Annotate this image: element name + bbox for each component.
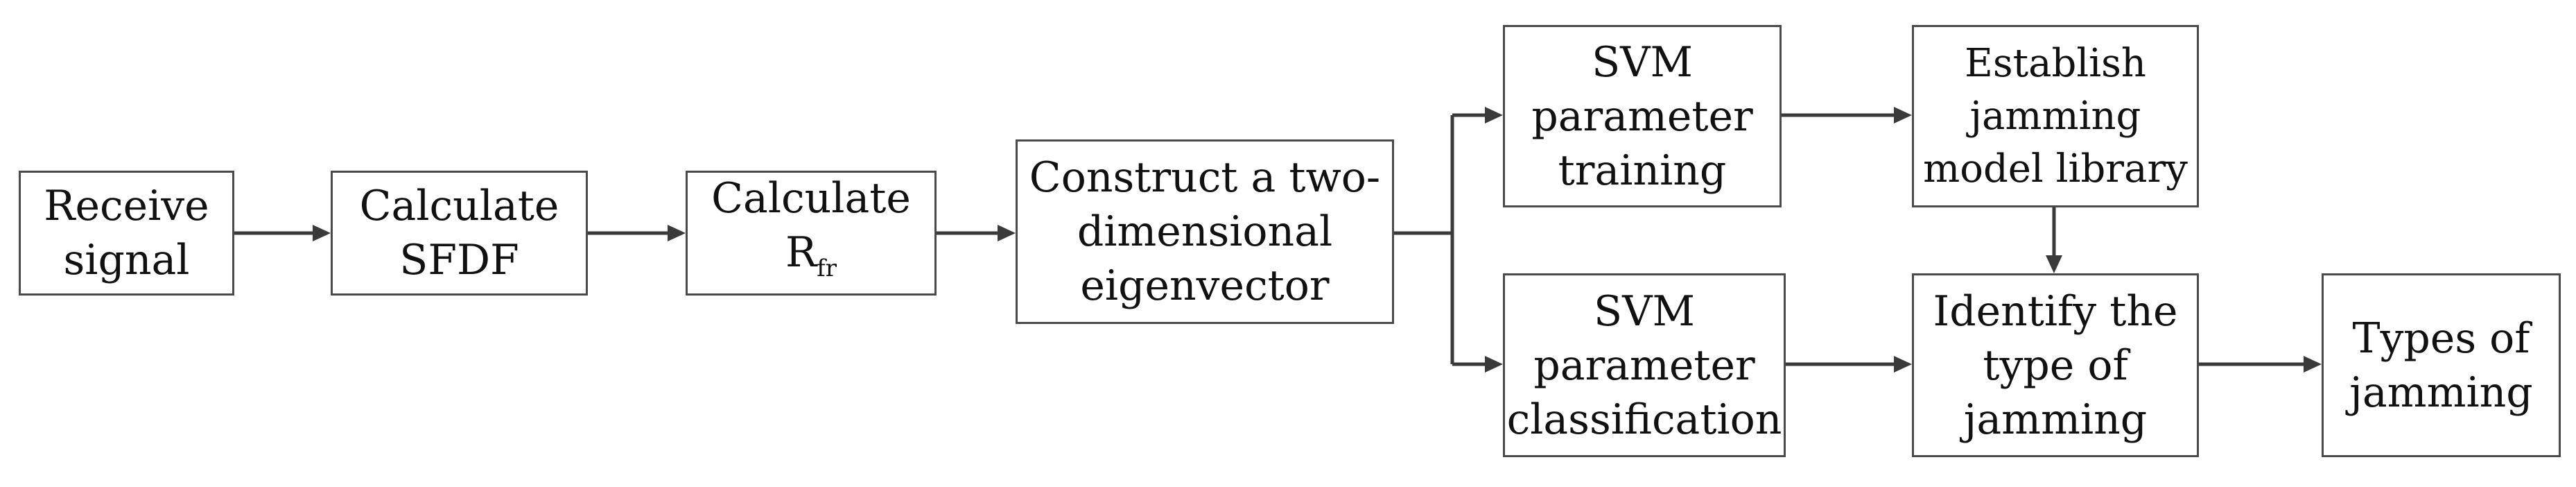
node-calculate-rfr-main: Calculate R (711, 173, 911, 277)
node-calculate-rfr: Calculate Rfr (686, 171, 937, 296)
node-construct-eigenvector-label: Construct a two- dimensional eigenvector (1029, 153, 1381, 310)
node-establish-model-library: Establish jamming model library (1912, 25, 2199, 207)
node-receive-signal: Receive signal (19, 171, 234, 296)
node-svm-parameter-classification: SVM parameter classification (1503, 273, 1786, 457)
arrow-construct-to-classification-head (1485, 356, 1503, 373)
node-types-of-jamming: Types of jamming (2322, 273, 2561, 457)
node-calculate-sfdf: Calculate SFDF (331, 171, 588, 296)
node-receive-signal-label: Receive signal (44, 182, 209, 284)
arrow-construct-to-training-head (1485, 107, 1503, 123)
node-calculate-rfr-label: Calculate Rfr (711, 171, 911, 296)
node-calculate-rfr-subscript: fr (817, 254, 837, 282)
node-calculate-sfdf-label: Calculate SFDF (359, 182, 559, 284)
arrow-identify-to-types-head (2304, 356, 2322, 373)
node-svm-parameter-training: SVM parameter training (1503, 25, 1782, 207)
arrow-rfr-to-construct-head (998, 225, 1016, 241)
node-identify-type: Identify the type of jamming (1912, 273, 2199, 457)
arrow-training-to-establish-head (1894, 107, 1912, 123)
arrow-classification-to-identify-head (1894, 356, 1912, 373)
node-svm-parameter-classification-label: SVM parameter classification (1506, 287, 1782, 444)
arrow-sfdf-to-rfr-head (668, 225, 686, 241)
arrow-receive-to-sfdf-head (313, 225, 331, 241)
node-svm-parameter-training-label: SVM parameter training (1531, 37, 1753, 195)
node-establish-model-library-label: Establish jamming model library (1923, 40, 2188, 191)
node-identify-type-label: Identify the type of jamming (1933, 287, 2178, 444)
node-construct-eigenvector: Construct a two- dimensional eigenvector (1016, 139, 1394, 324)
arrow-establish-to-identify-head (2046, 255, 2062, 273)
node-types-of-jamming-label: Types of jamming (2349, 314, 2533, 417)
